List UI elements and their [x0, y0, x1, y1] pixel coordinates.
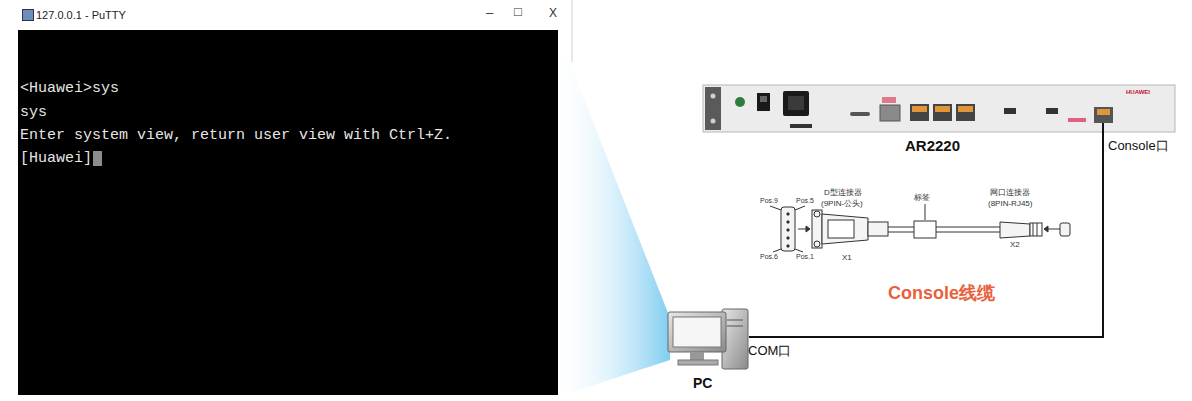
port-name: Console口 [1108, 139, 1169, 154]
console-cable-line [749, 123, 1103, 337]
window-button: X [549, 7, 557, 21]
terminal-line: Enter system view, return user view with… [20, 127, 452, 144]
pc-box: PC [663, 303, 749, 371]
terminal-window: 127.0.0.1 - PuTTY <Huawei>sys sysEnter sys… [18, 0, 558, 395]
connector-spec: (9PIN-公头) [821, 199, 863, 208]
connector-name: 网口连接器 [990, 188, 1030, 197]
pc-icon [668, 309, 748, 369]
part-id: X1 [842, 253, 852, 262]
pin-label: Pos.6 [760, 253, 778, 261]
device-name: PC [693, 375, 712, 391]
connector-name: D型连接器 [824, 188, 862, 197]
part-id: X2 [1010, 240, 1020, 249]
connector-spec: (8PIN-RJ45) [988, 199, 1032, 208]
view-beam [560, 38, 670, 396]
window-button: □ [514, 5, 522, 20]
app-icon [22, 9, 34, 21]
pin-label: Pos.9 [760, 197, 778, 205]
console-cable-drawing [770, 204, 1070, 252]
window-title: 127.0.0.1 - PuTTY [36, 9, 126, 22]
pin-label: Pos.1 [796, 253, 814, 261]
window-button: – [486, 6, 493, 21]
brand-mark: HUAWEI [1126, 89, 1150, 96]
terminal-cursor [93, 151, 102, 166]
terminal-line: [Huawei] [20, 150, 92, 167]
device-name: AR2220 [905, 137, 960, 154]
terminal-line: sys [20, 104, 47, 121]
pin-label: Pos.5 [796, 197, 814, 205]
terminal-line: <Huawei>sys [20, 80, 119, 97]
router-box: AR2220 [703, 85, 1175, 132]
cable-name: Console线缆 [888, 283, 995, 304]
window-edge [572, 0, 573, 62]
port-name: COM口 [748, 344, 791, 359]
router-faceplate [703, 85, 1175, 132]
tag-label: 标签 [914, 193, 930, 202]
